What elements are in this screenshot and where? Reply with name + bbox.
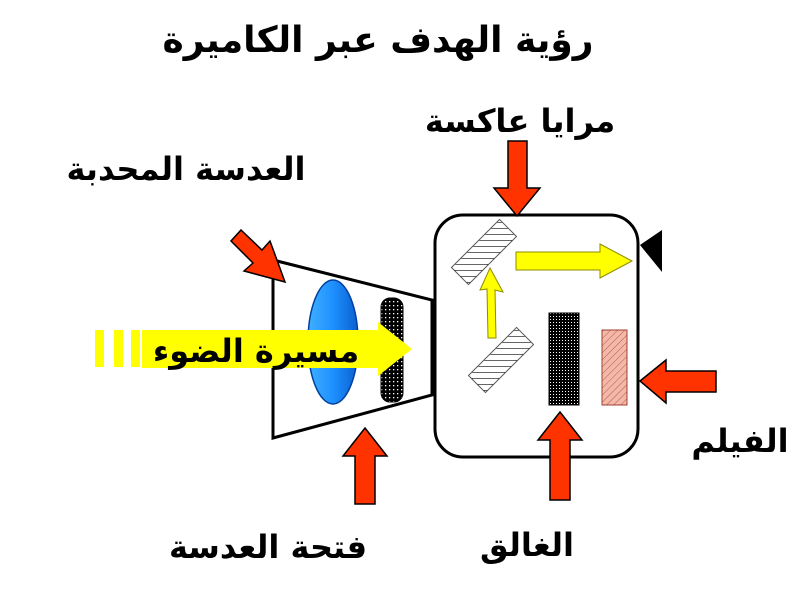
diagram-title: رؤية الهدف عبر الكاميرة [163,20,594,61]
light-stripe [95,330,104,367]
light-stripe [114,330,123,367]
mirrors-label: مرايا عاكسة [425,102,615,140]
pointer-arrow-film [638,358,717,405]
pointer-arrow-mirrors [492,140,542,218]
aperture-label: فتحة العدسة [169,528,367,566]
lower-mirror [467,326,535,394]
shutter [548,312,580,406]
light-path-arrow-up [479,266,504,339]
upper-mirror [450,218,518,286]
viewfinder-eyepiece [640,230,662,272]
light-path-arrow-right [515,243,634,279]
pointer-arrow-aperture [341,426,389,505]
light-path-arrow [142,322,412,376]
shutter-label: الغالق [480,526,574,564]
convex-lens-label: العدسة المحدبة [67,150,306,188]
camera-body [433,213,640,459]
pointer-arrow-convex-lens [229,228,287,284]
light-path-label: مسيرة الضوء [153,332,359,370]
light-stripe [131,330,140,367]
pointer-arrow-shutter [536,410,584,501]
film-label: الفيلم [691,422,788,460]
film [601,329,628,406]
